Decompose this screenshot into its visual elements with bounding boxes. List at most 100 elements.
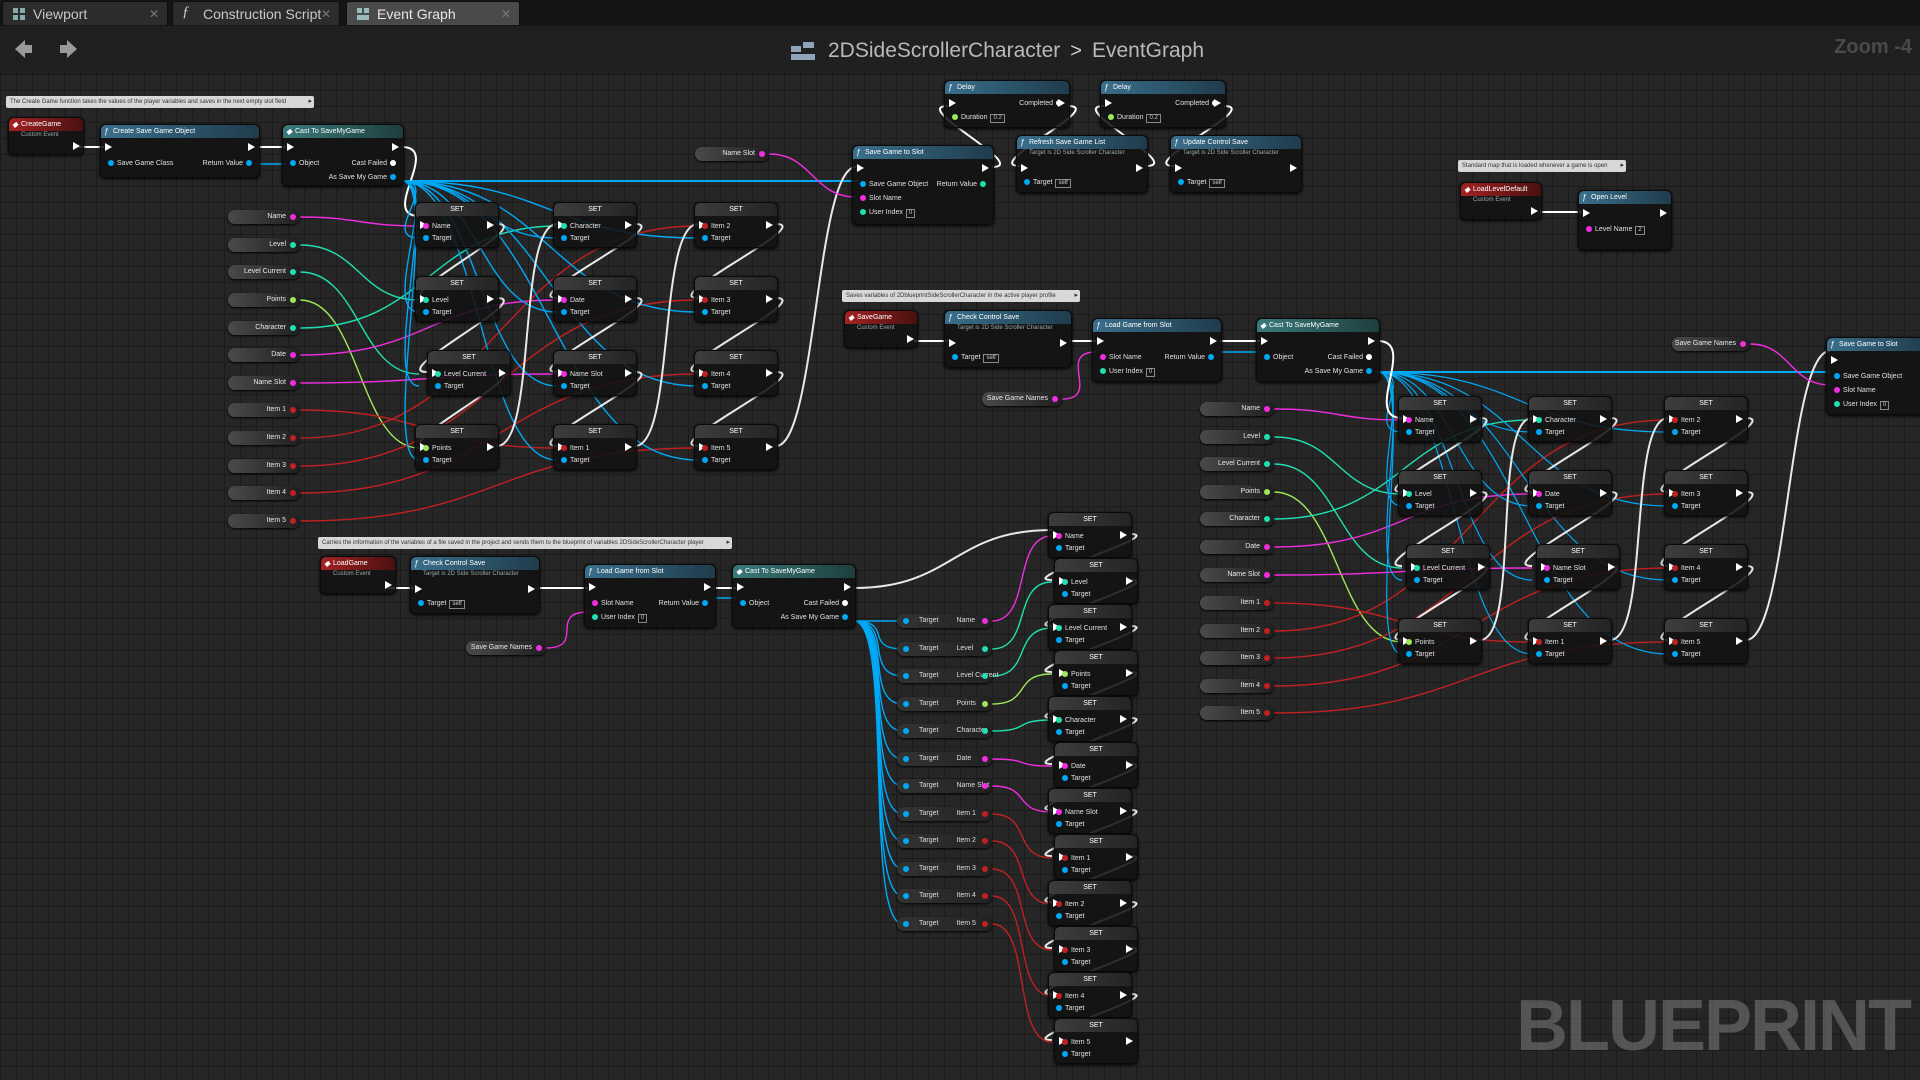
exec-out-pin[interactable] — [499, 369, 506, 377]
pin-dot[interactable] — [1672, 429, 1678, 435]
pin-object[interactable]: Object — [1261, 353, 1293, 362]
exec-out-pin[interactable] — [1120, 807, 1127, 815]
pin-dot[interactable] — [1264, 572, 1270, 578]
pin-dot[interactable] — [1536, 651, 1542, 657]
pin-dot[interactable] — [982, 618, 988, 624]
pin-save-game-object[interactable]: Save Game Object — [1831, 372, 1902, 381]
pin-dot[interactable] — [1672, 639, 1678, 645]
pin-return-value[interactable]: Return Value — [203, 159, 255, 168]
pin-item-2[interactable]: Item 2 — [699, 222, 730, 231]
variable-item-1[interactable]: Item 1 — [1200, 596, 1274, 610]
pin-dot[interactable] — [1062, 671, 1068, 677]
pin-dot[interactable] — [290, 407, 296, 413]
exec-in-pin[interactable] — [949, 99, 956, 107]
pin-level-current[interactable]: Level Current — [1053, 624, 1107, 633]
pin-dot[interactable] — [982, 728, 988, 734]
pin-dot[interactable] — [290, 352, 296, 358]
pin-default-value[interactable]: self — [449, 600, 465, 609]
pin-dot[interactable] — [1062, 579, 1068, 585]
pin-dot[interactable] — [1264, 628, 1270, 634]
exec-out-pin[interactable] — [1600, 637, 1607, 645]
variable-item-5[interactable]: Item 5 — [1200, 706, 1274, 720]
variable-item-3[interactable]: Item 3 — [228, 459, 300, 473]
pin-dot[interactable] — [290, 380, 296, 386]
pin-dot[interactable] — [290, 463, 296, 469]
exec-out-pin[interactable] — [1478, 563, 1485, 571]
pin-dot[interactable] — [423, 309, 429, 315]
pin-dot[interactable] — [982, 783, 988, 789]
exec-out-pin[interactable] — [704, 583, 711, 591]
pin-dot[interactable] — [1062, 959, 1068, 965]
pin-dot[interactable] — [561, 371, 567, 377]
pin-item-4[interactable]: Item 4 — [1669, 564, 1700, 573]
pin-points[interactable]: Points — [1059, 670, 1090, 679]
exec-in-pin[interactable] — [287, 143, 294, 151]
exec-in-pin[interactable] — [589, 583, 596, 591]
exec-out-pin[interactable] — [487, 221, 494, 229]
pin-dot[interactable] — [860, 181, 866, 187]
variable-item-4[interactable]: Item 4 — [228, 486, 300, 500]
pin-dot[interactable] — [1056, 717, 1062, 723]
pin-completed[interactable]: Completed — [1019, 99, 1065, 108]
variable-level-current[interactable]: Level Current — [228, 265, 300, 279]
pin-dot[interactable] — [982, 838, 988, 844]
pin-item-5[interactable]: Item 5 — [1059, 1038, 1090, 1047]
chevron-icon[interactable]: ▸ — [1620, 162, 1624, 169]
variable-points[interactable]: Points — [1200, 485, 1274, 499]
pin-dot[interactable] — [1264, 600, 1270, 606]
pin-item-1[interactable]: Item 1 — [558, 444, 589, 453]
pin-level[interactable]: Level — [1059, 578, 1088, 587]
exec-out-pin[interactable] — [73, 142, 80, 150]
pin-dot[interactable] — [1056, 809, 1062, 815]
pin-dot[interactable] — [290, 269, 296, 275]
comment-box[interactable]: Standard map that is loaded whenever a g… — [1458, 160, 1626, 172]
pin-dot[interactable] — [740, 600, 746, 606]
pin-character[interactable]: Character — [1053, 716, 1096, 725]
pin-dot[interactable] — [1672, 491, 1678, 497]
pin-slot-name[interactable]: Slot Name — [589, 599, 634, 608]
pin-target[interactable]: Target — [1669, 650, 1700, 659]
pin-dot[interactable] — [903, 646, 909, 652]
pin-dot[interactable] — [1056, 545, 1062, 551]
pin-dot[interactable] — [1406, 503, 1412, 509]
pin-dot[interactable] — [982, 921, 988, 927]
pin-name[interactable]: Name — [1403, 416, 1434, 425]
pin-target[interactable]: Target — [1059, 1050, 1090, 1059]
pin-target[interactable]: Target — [558, 234, 589, 243]
pin-target[interactable]: Target — [1053, 1004, 1084, 1013]
pin-dot[interactable] — [423, 235, 429, 241]
chevron-icon[interactable]: ▸ — [1074, 292, 1078, 299]
pin-dot[interactable] — [860, 209, 866, 215]
pin-dot[interactable] — [423, 223, 429, 229]
pin-default-value[interactable]: self — [983, 354, 999, 363]
variable-name-slot[interactable]: Name Slot — [1200, 568, 1274, 582]
exec-out-pin[interactable] — [1126, 577, 1133, 585]
pin-target[interactable]: Target — [699, 234, 730, 243]
pin-dot[interactable] — [561, 445, 567, 451]
pin-dot[interactable] — [1062, 1051, 1068, 1057]
exec-out-pin[interactable] — [1126, 945, 1133, 953]
comment-box[interactable]: Saves variables of 2DblueprintSideScroll… — [842, 290, 1080, 302]
pin-name-slot[interactable]: Name Slot — [558, 370, 603, 379]
exec-in-pin[interactable] — [415, 585, 422, 593]
exec-out-pin[interactable] — [487, 295, 494, 303]
